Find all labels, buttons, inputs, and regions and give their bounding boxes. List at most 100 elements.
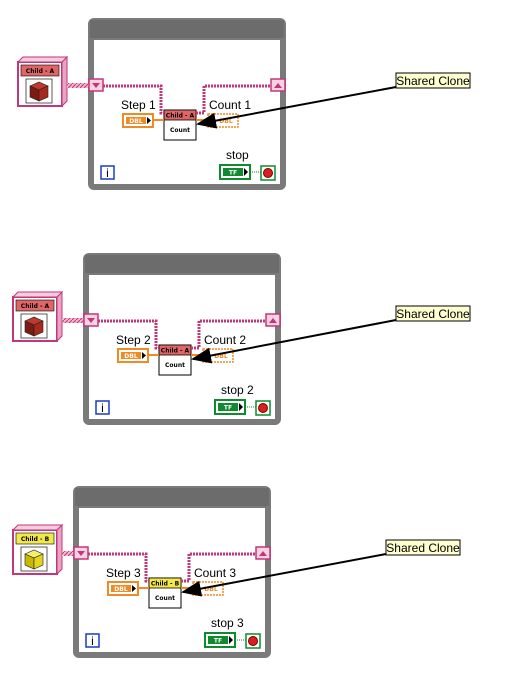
class-constant[interactable]: Child - A (16, 55, 69, 108)
class-constant-top (11, 524, 64, 531)
note-text: Shared Clone (396, 307, 470, 321)
note-arrow (181, 553, 387, 597)
stop-sign-icon (263, 168, 273, 178)
shift-register-right-arrow (259, 551, 267, 556)
step-type-text: DBL (114, 586, 128, 593)
step-terminal-type (126, 117, 146, 124)
class-constant-side (56, 290, 63, 343)
method-node-class-banner (163, 109, 197, 121)
stop-control[interactable]: TF (214, 399, 246, 415)
count-indicator-label: Count 1 (209, 98, 251, 112)
class-wire-segment (98, 319, 159, 350)
class-wire-in (62, 551, 74, 556)
count-type-text: DBL (204, 586, 218, 593)
stop-terminal-type (208, 636, 228, 644)
shift-register-right-arrow (274, 83, 282, 88)
stop-type-text: TF (214, 638, 222, 645)
class-cube-right (33, 320, 44, 337)
class-name-banner (20, 64, 60, 77)
method-node-name: Count (165, 362, 185, 369)
while-loop-top-bar (90, 20, 284, 38)
class-wire-segment (88, 552, 149, 583)
count-method-node[interactable]: Child - A Count (163, 109, 197, 141)
class-wire-in (67, 83, 89, 88)
loop-condition-terminal[interactable] (260, 165, 276, 181)
note-arrow (196, 86, 397, 129)
shared-clone-note: Shared Clone (385, 539, 461, 556)
stop-terminal-type (223, 168, 243, 176)
class-name-text: Child - A (26, 68, 55, 75)
stop-type-text: TF (229, 170, 237, 177)
stop-terminal-arrow (239, 403, 243, 411)
method-node-name: Count (155, 595, 175, 602)
method-node-class-text: Child - A (161, 348, 190, 355)
method-node-class-text: Child - B (151, 581, 180, 588)
stop-terminal-arrow (244, 168, 248, 176)
class-wire-in (62, 318, 84, 323)
method-node-class-text: Child - A (166, 113, 195, 120)
note-box (385, 539, 461, 556)
method-node-name: Count (170, 127, 190, 134)
class-name-banner (15, 299, 55, 312)
note-arrow (191, 319, 397, 364)
shift-register-left-arrow (77, 551, 85, 556)
class-constant[interactable]: Child - B (11, 523, 64, 576)
stop-control[interactable]: TF (204, 632, 236, 648)
stop-sign-icon (248, 636, 258, 646)
class-constant-top (16, 56, 69, 63)
shared-clone-note: Shared Clone (395, 72, 471, 89)
step-terminal-arrow (132, 585, 136, 592)
class-wire-segment (103, 84, 164, 115)
step-control[interactable]: DBL (117, 348, 149, 363)
stop-control-label: stop 2 (221, 383, 254, 397)
step-terminal-arrow (142, 352, 146, 359)
note-text: Shared Clone (396, 74, 470, 88)
iteration-terminal: i (100, 165, 115, 180)
class-cube-right (33, 553, 44, 570)
shift-register-right-arrow (269, 318, 277, 323)
note-text: Shared Clone (386, 541, 460, 555)
iteration-terminal-box (85, 633, 100, 648)
count-type-text: DBL (214, 353, 228, 360)
method-node-class-banner (158, 344, 192, 356)
loop-condition-terminal[interactable] (245, 633, 261, 649)
note-box (395, 72, 471, 89)
stop-control-label: stop (226, 148, 249, 162)
class-cube-right (38, 85, 49, 102)
while-loop-top-bar (75, 488, 269, 506)
class-constant-top (11, 291, 64, 298)
iteration-terminal-box (95, 400, 110, 415)
iteration-terminal-text: i (101, 401, 104, 415)
stop-control-label: stop 3 (211, 616, 244, 630)
stop-terminal-type (218, 403, 238, 411)
count-type-text: DBL (219, 118, 233, 125)
iteration-terminal-box (100, 165, 115, 180)
stop-control[interactable]: TF (219, 164, 251, 180)
shift-register-left-arrow (87, 318, 95, 323)
class-name-text: Child - A (21, 303, 50, 310)
count-method-node[interactable]: Child - B Count (148, 577, 182, 609)
while-loop-panel-1: Child - A Child - A Count Step 1 DBL Count 1 D… (16, 18, 471, 190)
class-constant-side (56, 523, 63, 576)
step-control-label: Step 1 (121, 98, 156, 112)
count-indicator-label: Count 2 (204, 333, 246, 347)
step-control[interactable]: DBL (107, 581, 139, 596)
step-type-text: DBL (129, 118, 143, 125)
stop-terminal-arrow (229, 636, 233, 644)
class-constant-side (61, 55, 68, 108)
loop-condition-terminal[interactable] (255, 400, 271, 416)
stop-type-text: TF (224, 405, 232, 412)
class-name-banner (15, 532, 55, 545)
method-node-class-banner (148, 577, 182, 589)
stop-sign-icon (258, 403, 268, 413)
step-terminal-type (111, 585, 131, 592)
count-indicator-label: Count 3 (194, 566, 236, 580)
count-method-node[interactable]: Child - A Count (158, 344, 192, 376)
shift-register-left-arrow (92, 83, 100, 88)
iteration-terminal-text: i (106, 166, 109, 180)
iteration-terminal-text: i (91, 634, 94, 648)
step-control[interactable]: DBL (122, 113, 154, 128)
class-constant[interactable]: Child - A (11, 290, 64, 343)
